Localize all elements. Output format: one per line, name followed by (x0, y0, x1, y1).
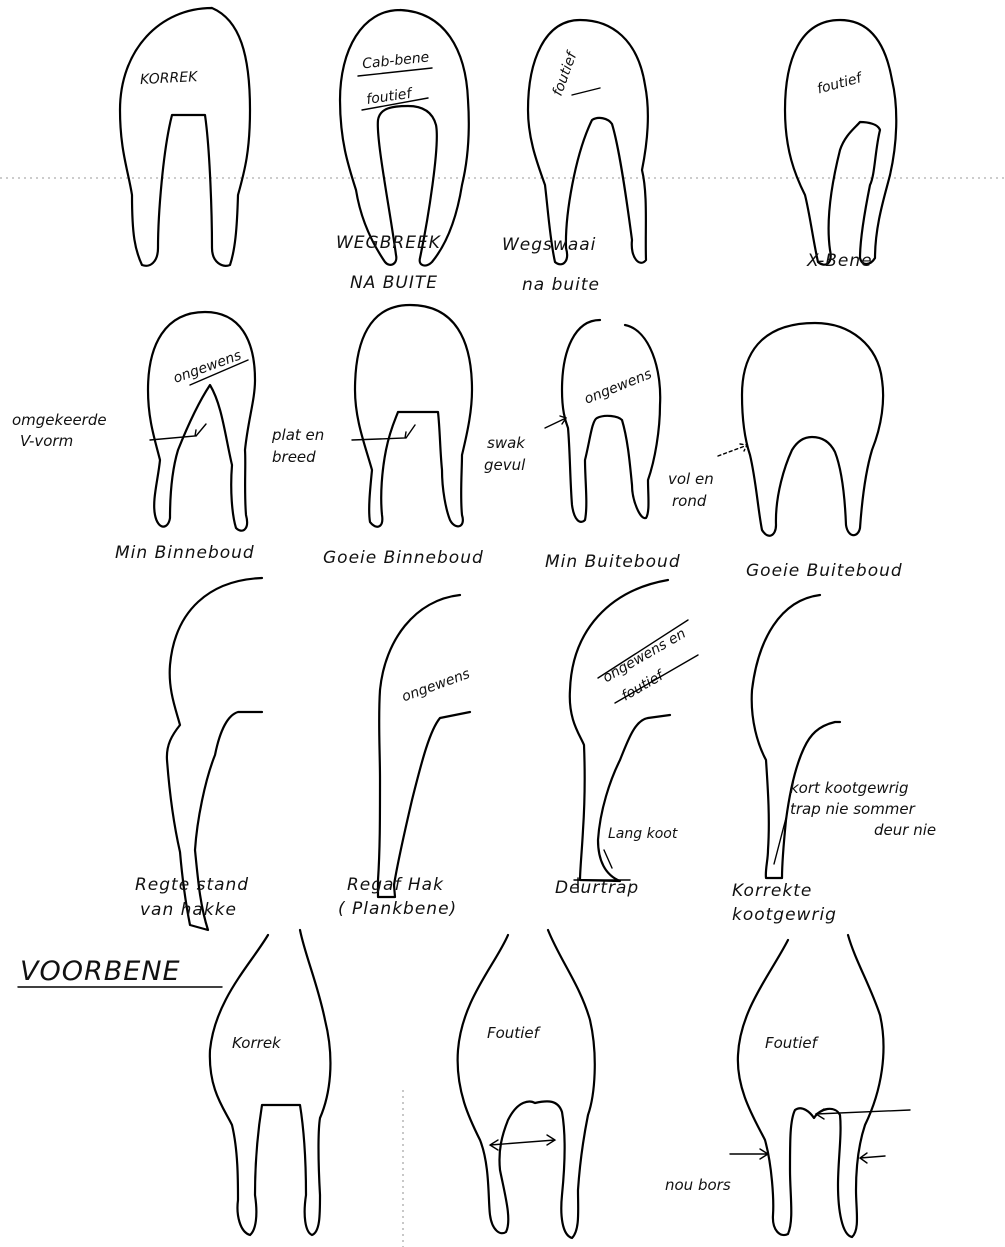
pointer-arrow (718, 444, 747, 456)
figure-korrekte-kootgewrig: kort kootgewrig trap nie sommer deur nie… (732, 595, 936, 925)
caption-kootgewrig: kootgewrig (732, 905, 837, 925)
caption-wegbreek: WEGBREEK (336, 233, 442, 253)
label-ongewens: ongewens (582, 366, 654, 407)
annotation-deur-nie: deur nie (874, 821, 936, 839)
figure-voorbene-narrow: Foutief nou bors (665, 935, 910, 1237)
figure-min-binneboud: ongewens omgekeerde V-vorm Min Binneboud (12, 312, 255, 563)
figure-regaf-hak: ongewens Regaf Hak ( Plankbene) (338, 595, 472, 919)
caption-goeie-binneboud: Goeie Binneboud (323, 548, 484, 568)
pointer-arrow (150, 424, 206, 440)
caption-deurtrap: Deurtrap (555, 878, 639, 898)
caption-regaf-hak: Regaf Hak (347, 875, 444, 895)
annotation-gevul: gevul (484, 456, 526, 474)
figure-goeie-binneboud: plat en breed Goeie Binneboud (271, 305, 484, 568)
caption-na-buite: NA BUITE (350, 273, 438, 293)
figure-x-bene: foutief X-Bene (785, 20, 896, 271)
annotation-lang-koot: Lang koot (608, 826, 678, 842)
annotation-omgekeerde: omgekeerde (12, 411, 107, 429)
figure-goeie-buiteboud: Goeie Buiteboud (718, 323, 903, 581)
caption-van-hakke: van hakke (140, 900, 237, 920)
annotation-v-vorm: V-vorm (20, 432, 73, 450)
figure-voorbene-korrek: Korrek (210, 930, 331, 1235)
annotation-nou-bors: nou bors (665, 1176, 731, 1194)
caption-x-bene: X-Bene (806, 251, 873, 271)
figure-wegbreek: Cab-bene foutief WEGBREEK NA BUITE (336, 10, 469, 293)
annotation-trap-nie-sommer: trap nie sommer (790, 800, 916, 818)
caption-plankbene: ( Plankbene) (338, 899, 457, 919)
caption-na-buite: na buite (522, 275, 600, 295)
annotation-plat-en: plat en (271, 426, 324, 444)
pointer-arrow (730, 1149, 768, 1159)
figure-korrek: KORREK (120, 8, 250, 266)
caption-min-buiteboud: Min Buiteboud (545, 552, 681, 572)
figure-min-buiteboud: ongewens swak gevul vol en rond Min Buit… (484, 320, 714, 572)
figure-voorbene-wide: Foutief (458, 930, 595, 1238)
label-foutief: foutief (815, 70, 865, 98)
underline (572, 88, 600, 95)
caption-min-binneboud: Min Binneboud (115, 543, 255, 563)
pointer-arrow (860, 1153, 885, 1163)
pointer-arrow (545, 416, 566, 428)
annotation-rond: rond (672, 492, 707, 510)
caption-goeie-buiteboud: Goeie Buiteboud (746, 561, 903, 581)
figure-regte-stand: Regte stand van hakke (135, 578, 262, 930)
pointer-arrow (816, 1109, 910, 1119)
label-ongewens: ongewens (400, 666, 472, 705)
caption-wegswaai: Wegswaai (502, 235, 596, 255)
caption-korrekte: Korrekte (732, 881, 812, 901)
figure-wegswaai: foutief Wegswaai na buite (502, 20, 648, 295)
caption-regte-stand: Regte stand (135, 875, 249, 895)
label-foutief: Foutief (765, 1034, 820, 1052)
annotation-swak: swak (487, 434, 526, 452)
annotation-breed: breed (272, 448, 316, 466)
label-korrek: Korrek (232, 1034, 282, 1052)
label-foutief: Foutief (487, 1024, 542, 1042)
label-foutief: foutief (550, 48, 581, 98)
annotation-vol-en: vol en (668, 470, 714, 488)
figure-deurtrap: ongewens en foutief Lang koot Deurtrap (555, 580, 698, 898)
annotation-kort-kootgewrig: kort kootgewrig (790, 779, 908, 797)
heading-voorbene: VOORBENE (20, 956, 181, 987)
label-korrek: KORREK (140, 69, 200, 88)
